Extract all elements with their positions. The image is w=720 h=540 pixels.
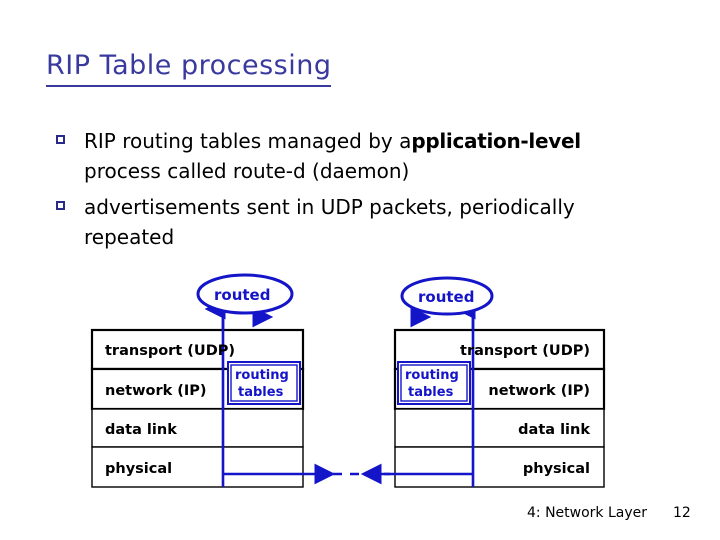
list-item-text: advertisements sent in UDP packets, peri… [84,195,575,249]
right-layer-label-physical: physical [523,461,590,477]
left-protocol-stack: transport (UDP) network (IP) data link p… [90,273,336,488]
left-routed-ellipse [196,273,294,315]
left-routing-tables-label-line1: routing [235,368,289,383]
right-routing-tables-box-inner [400,364,468,402]
left-layer-label-network: network (IP) [105,383,207,399]
left-routing-tables-box-inner [230,364,298,402]
right-routing-tables-label-line1: routing [405,368,459,383]
left-layer-label-physical: physical [105,461,172,477]
hollow-square-bullet-icon [56,135,65,144]
protocol-stack-diagram: transport (UDP) network (IP) data link p… [0,262,720,502]
footer-page-number: 12 [673,505,691,521]
right-routed-ellipse [400,276,494,316]
page-title: RIP Table processing [46,50,332,81]
hollow-square-bullet-icon [56,201,65,210]
list-item: RIP routing tables managed by applicatio… [52,126,664,186]
left-routed-label: routed [214,286,270,304]
left-layer-row-physical [91,446,304,488]
bullet-list: RIP routing tables managed by applicatio… [52,126,664,258]
list-item-text: RIP routing tables managed by applicatio… [84,129,581,183]
right-layer-label-datalink: data link [518,422,590,438]
list-item: advertisements sent in UDP packets, peri… [52,192,664,252]
right-routed-label: routed [418,288,474,306]
right-layer-row-physical [394,446,605,488]
right-protocol-stack: transport (UDP) network (IP) data link p… [360,276,606,488]
bullet-1-part-3: process called route-d (daemon) [84,159,410,183]
footer-section-label: 4: Network Layer [527,505,648,521]
bullet-1-part-2-bold: pplication-level [411,129,581,153]
right-layer-row-datalink [394,408,605,448]
left-routing-tables-label-line2: tables [238,385,284,400]
right-routing-tables-label-line2: tables [408,385,454,400]
right-layer-label-network: network (IP) [488,383,590,399]
left-layer-label-transport: transport (UDP) [105,343,235,359]
left-layer-label-datalink: data link [105,422,177,438]
title-underline [46,85,331,87]
right-layer-label-transport: transport (UDP) [460,343,590,359]
left-layer-row-datalink [91,408,304,448]
bullet-1-part-1: RIP routing tables managed by a [84,129,412,153]
